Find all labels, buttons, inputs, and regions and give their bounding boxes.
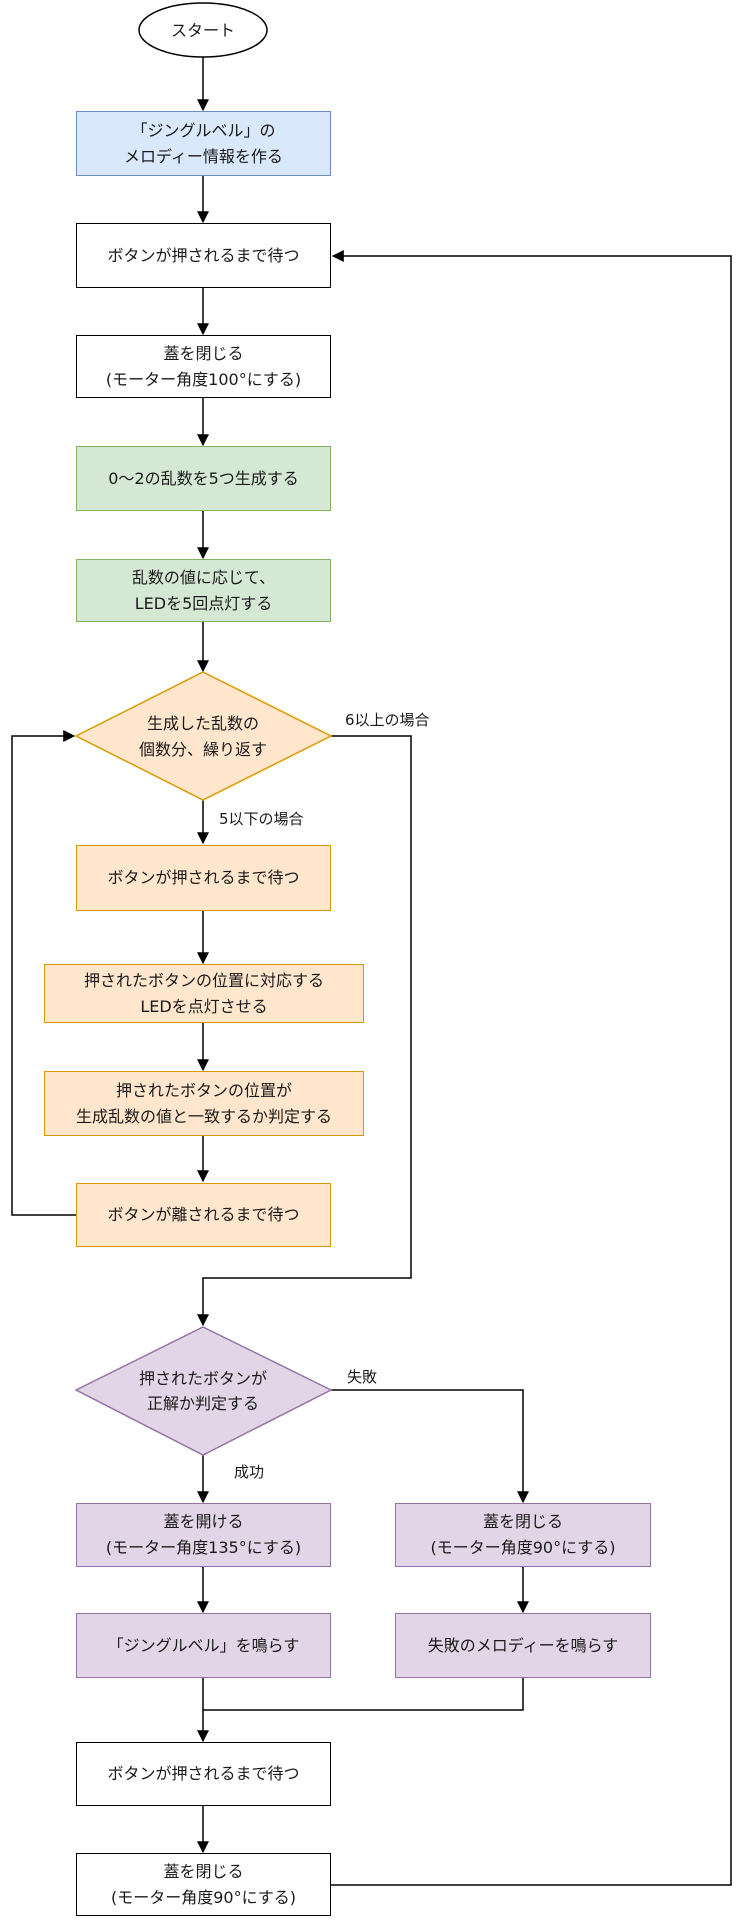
light-pressed-step: 押されたボタンの位置に対応する LEDを点灯させる	[44, 964, 364, 1023]
judge-decision-label-1: 押されたボタンが	[139, 1369, 267, 1388]
start-terminal	[138, 2, 268, 58]
wait-release-step: ボタンが離されるまで待つ	[76, 1183, 331, 1247]
edge-final-loop-back	[331, 250, 732, 1886]
make-melody-step: 「ジングルベル」の メロディー情報を作る	[76, 111, 331, 176]
close-lid-fail-step: 蓋を閉じる (モーター角度90°にする)	[395, 1503, 651, 1567]
wait-press-step-3: ボタンが押されるまで待つ	[76, 1742, 331, 1806]
edge-label-fail: 失敗	[347, 1368, 378, 1386]
edge-loop-exit	[197, 735, 412, 1327]
loop-decision	[74, 671, 333, 801]
close-lid-step-1: 蓋を閉じる (モーター角度100°にする)	[76, 335, 331, 398]
judge-match-step: 押されたボタンの位置が 生成乱数の値と一致するか判定する	[44, 1071, 364, 1136]
wait-press-step-1: ボタンが押されるまで待つ	[76, 223, 331, 288]
edge-merge	[197, 1678, 524, 1743]
play-fail-step: 失敗のメロディーを鳴らす	[395, 1613, 651, 1678]
edge-label-five-or-less: 5以下の場合	[219, 810, 304, 828]
wait-press-step-2: ボタンが押されるまで待つ	[76, 845, 331, 911]
loop-decision-label-2: 個数分、繰り返す	[139, 740, 267, 759]
light-led-step: 乱数の値に応じて、 LEDを5回点灯する	[76, 559, 331, 622]
edge-loop-back	[11, 730, 76, 1216]
edge-label-over-six: 6以上の場合	[345, 711, 430, 729]
open-lid-step: 蓋を開ける (モーター角度135°にする)	[76, 1503, 331, 1567]
judge-decision	[74, 1326, 333, 1456]
play-jingle-step: 「ジングルベル」を鳴らす	[76, 1613, 331, 1678]
judge-decision-label-2: 正解か判定する	[147, 1394, 259, 1413]
edge-label-success: 成功	[234, 1463, 265, 1481]
close-lid-final-step: 蓋を閉じる (モーター角度90°にする)	[76, 1853, 331, 1916]
loop-decision-label-1: 生成した乱数の	[147, 714, 259, 733]
start-label: スタート	[171, 21, 235, 40]
generate-random-step: 0〜2の乱数を5つ生成する	[76, 446, 331, 511]
edge-judge-fail	[331, 1389, 529, 1504]
